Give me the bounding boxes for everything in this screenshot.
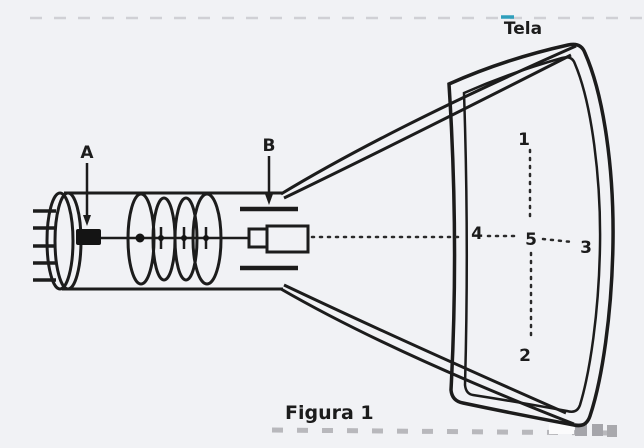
plates-label: B bbox=[263, 136, 276, 156]
arrow-down-icon bbox=[265, 194, 273, 205]
screen-points: 1 2 3 4 5 bbox=[471, 130, 592, 366]
point-1: 1 bbox=[518, 130, 530, 150]
dark-dash-square bbox=[592, 424, 603, 436]
anode-connector bbox=[247, 224, 310, 254]
electron-gun bbox=[33, 191, 283, 291]
plates-pointer: B bbox=[263, 136, 276, 205]
point-4: 4 bbox=[471, 224, 483, 244]
screen-outer-edge bbox=[447, 42, 615, 428]
screen-outline bbox=[447, 42, 615, 428]
cathode bbox=[76, 229, 101, 245]
point-5: 5 bbox=[525, 230, 537, 250]
gun-end-cap bbox=[45, 191, 75, 291]
point-3: 3 bbox=[580, 238, 592, 258]
screen-label: Tela bbox=[504, 19, 542, 39]
focusing-grids bbox=[126, 192, 223, 286]
cathode-pointer: A bbox=[80, 143, 94, 226]
dark-dash-square bbox=[607, 425, 617, 437]
screen-inner-edge bbox=[462, 56, 602, 413]
deflection-plates bbox=[240, 206, 298, 271]
dash-gap-highlight bbox=[549, 424, 574, 434]
figure-caption: Figura 1 bbox=[285, 402, 374, 424]
heater-hatches bbox=[33, 209, 56, 282]
cathode-label: A bbox=[80, 143, 94, 163]
arrow-down-icon bbox=[83, 215, 91, 226]
beam-dotted-axis bbox=[310, 148, 574, 338]
point-2: 2 bbox=[519, 346, 531, 366]
